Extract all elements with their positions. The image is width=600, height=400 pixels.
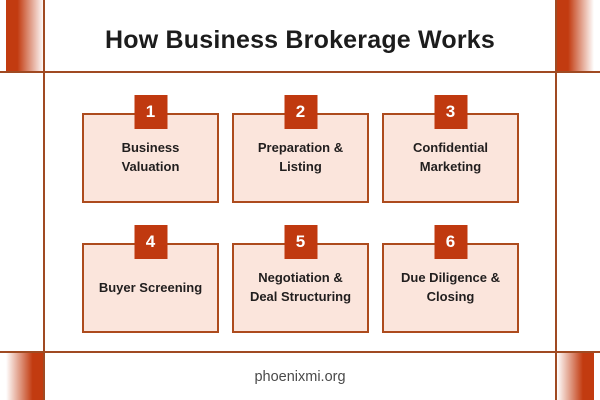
step-2: 2 Preparation & Listing [232,95,369,203]
steps-row-2: 4 Buyer Screening 5 Negotiation & Deal S… [82,225,519,333]
step-5: 5 Negotiation & Deal Structuring [232,225,369,333]
step-2-number-badge: 2 [284,95,317,129]
corner-gradient-bar-bottom-left [6,353,44,400]
step-1-number-badge: 1 [134,95,167,129]
step-4: 4 Buyer Screening [82,225,219,333]
step-6: 6 Due Diligence & Closing [382,225,519,333]
step-3: 3 Confidential Marketing [382,95,519,203]
frame-line-horizontal-top [0,71,600,73]
step-3-number-badge: 3 [434,95,467,129]
step-1-label: Business Valuation [121,140,180,174]
corner-gradient-bar-top-left [6,0,44,71]
step-4-number-badge: 4 [134,225,167,259]
steps-row-1: 1 Business Valuation 2 Preparation & Lis… [82,95,519,203]
step-1: 1 Business Valuation [82,95,219,203]
step-5-label: Negotiation & Deal Structuring [249,270,352,304]
step-4-label: Buyer Screening [98,279,203,295]
step-6-number-badge: 6 [434,225,467,259]
frame-line-vertical-left [43,0,45,400]
page-title: How Business Brokerage Works [105,26,495,54]
frame-line-horizontal-bottom [0,351,600,353]
step-2-label: Preparation & Listing [257,140,344,174]
step-3-label: Confidential Marketing [412,140,489,174]
step-5-number-badge: 5 [284,225,317,259]
corner-gradient-bar-top-right [557,0,594,71]
frame-line-vertical-right [555,0,557,400]
footer-url: phoenixmi.org [254,369,346,385]
step-6-label: Due Diligence & Closing [401,270,500,304]
corner-gradient-bar-bottom-right [557,353,594,400]
